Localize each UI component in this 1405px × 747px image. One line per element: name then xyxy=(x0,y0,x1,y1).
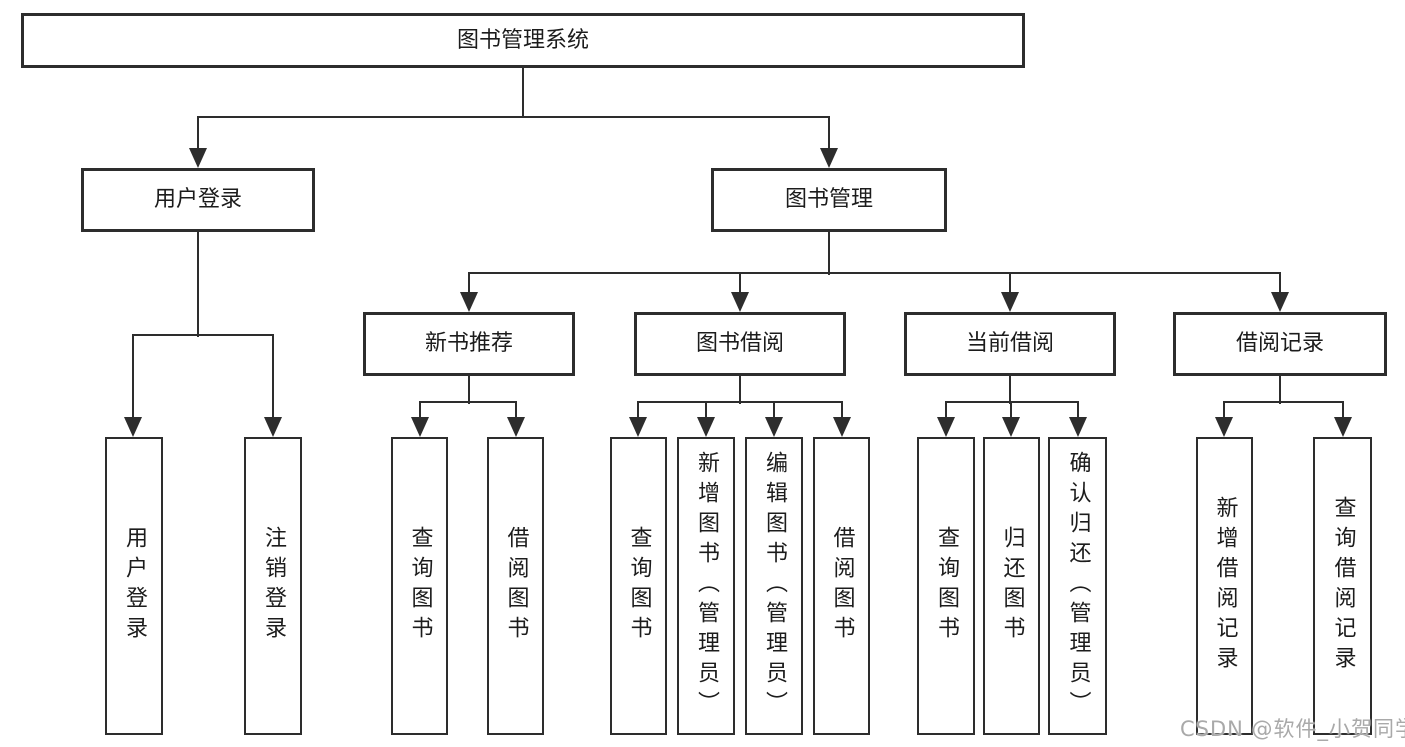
leaf-user-login: 用户登录 xyxy=(105,437,163,735)
connector-vline xyxy=(1279,376,1281,404)
node-label: 借阅图书 xyxy=(829,526,855,646)
connector-hline xyxy=(197,116,830,118)
node-book-borrowing: 图书借阅 xyxy=(634,312,846,376)
connector-vline xyxy=(468,376,470,404)
node-label: 编辑图书（管理员） xyxy=(762,451,787,721)
arrow-down-icon xyxy=(833,417,851,437)
node-label: 用户登录 xyxy=(153,187,242,212)
arrow-down-icon xyxy=(264,417,282,437)
connector-vline xyxy=(1279,273,1281,296)
connector-vline xyxy=(132,335,134,421)
arrow-down-icon xyxy=(937,417,955,437)
connector-vline xyxy=(522,68,524,118)
leaf-current-return-books: 归还图书 xyxy=(983,437,1040,735)
leaf-borrowing-edit-books-admin: 编辑图书（管理员） xyxy=(745,437,803,735)
connector-hline xyxy=(945,401,1079,403)
node-label: 查询图书 xyxy=(407,526,433,646)
connector-vline xyxy=(739,376,741,404)
node-label: 图书管理系统 xyxy=(456,27,589,53)
node-new-book-recommend: 新书推荐 xyxy=(363,312,575,376)
node-label: 用户登录 xyxy=(122,526,147,646)
node-label: 当前借阅 xyxy=(965,331,1054,356)
leaf-newbook-borrow-books: 借阅图书 xyxy=(487,437,544,735)
node-label: 注销登录 xyxy=(261,526,286,646)
arrow-down-icon xyxy=(697,417,715,437)
arrow-down-icon xyxy=(820,148,838,168)
node-label: 查询图书 xyxy=(626,526,652,646)
node-label: 新书推荐 xyxy=(424,331,513,356)
leaf-borrowing-add-books-admin: 新增图书（管理员） xyxy=(677,437,735,735)
connector-vline xyxy=(1009,376,1011,404)
connector-vline xyxy=(739,273,741,296)
node-book-management: 图书管理 xyxy=(711,168,947,232)
node-label: 借阅记录 xyxy=(1235,331,1324,356)
node-label: 查询图书 xyxy=(934,526,959,646)
leaf-logout: 注销登录 xyxy=(244,437,302,735)
connector-vline xyxy=(1010,402,1012,421)
node-label: 图书管理 xyxy=(784,187,873,212)
connector-hline xyxy=(419,401,517,403)
connector-vline xyxy=(945,402,947,421)
node-current-borrowing: 当前借阅 xyxy=(904,312,1116,376)
node-label: 确认归还（管理员） xyxy=(1065,451,1091,721)
arrow-down-icon xyxy=(731,292,749,312)
arrow-down-icon xyxy=(1001,292,1019,312)
connector-vline xyxy=(828,232,830,275)
connector-vline xyxy=(419,402,421,421)
connector-vline xyxy=(705,402,707,421)
arrow-down-icon xyxy=(1069,417,1087,437)
connector-vline xyxy=(515,402,517,421)
node-root-book-management-system: 图书管理系统 xyxy=(21,13,1025,68)
node-label: 借阅图书 xyxy=(503,526,529,646)
connector-vline xyxy=(197,232,199,337)
node-label: 归还图书 xyxy=(999,526,1025,646)
connector-vline xyxy=(841,402,843,421)
connector-hline xyxy=(132,334,274,336)
connector-vline xyxy=(1342,402,1344,421)
node-label: 新增借阅记录 xyxy=(1212,496,1238,676)
node-borrowing-records: 借阅记录 xyxy=(1173,312,1387,376)
arrow-down-icon xyxy=(1271,292,1289,312)
leaf-borrowing-borrow-books: 借阅图书 xyxy=(813,437,870,735)
arrow-down-icon xyxy=(1215,417,1233,437)
connector-vline xyxy=(272,335,274,421)
connector-hline xyxy=(1223,401,1344,403)
arrow-down-icon xyxy=(189,148,207,168)
leaf-records-query-borrow-record: 查询借阅记录 xyxy=(1313,437,1372,735)
connector-vline xyxy=(468,273,470,296)
leaf-current-confirm-return-admin: 确认归还（管理员） xyxy=(1048,437,1107,735)
connector-vline xyxy=(1009,273,1011,296)
connector-vline xyxy=(773,402,775,421)
connector-vline xyxy=(637,402,639,421)
arrow-down-icon xyxy=(411,417,429,437)
csdn-watermark: CSDN @软件_小贺同学 xyxy=(1180,717,1405,741)
node-label: 查询借阅记录 xyxy=(1330,496,1356,676)
connector-hline xyxy=(468,272,1281,274)
arrow-down-icon xyxy=(460,292,478,312)
arrow-down-icon xyxy=(507,417,525,437)
leaf-borrowing-query-books: 查询图书 xyxy=(610,437,667,735)
arrow-down-icon xyxy=(124,417,142,437)
connector-vline xyxy=(197,117,199,152)
leaf-records-add-borrow-record: 新增借阅记录 xyxy=(1196,437,1253,735)
leaf-newbook-query-books: 查询图书 xyxy=(391,437,448,735)
connector-hline xyxy=(637,401,843,403)
arrow-down-icon xyxy=(1334,417,1352,437)
node-label: 图书借阅 xyxy=(695,331,784,356)
node-user-login: 用户登录 xyxy=(81,168,315,232)
connector-vline xyxy=(1223,402,1225,421)
arrow-down-icon xyxy=(1002,417,1020,437)
connector-vline xyxy=(828,117,830,152)
node-label: 新增图书（管理员） xyxy=(694,451,719,721)
leaf-current-query-books: 查询图书 xyxy=(917,437,975,735)
arrow-down-icon xyxy=(765,417,783,437)
arrow-down-icon xyxy=(629,417,647,437)
connector-vline xyxy=(1077,402,1079,421)
